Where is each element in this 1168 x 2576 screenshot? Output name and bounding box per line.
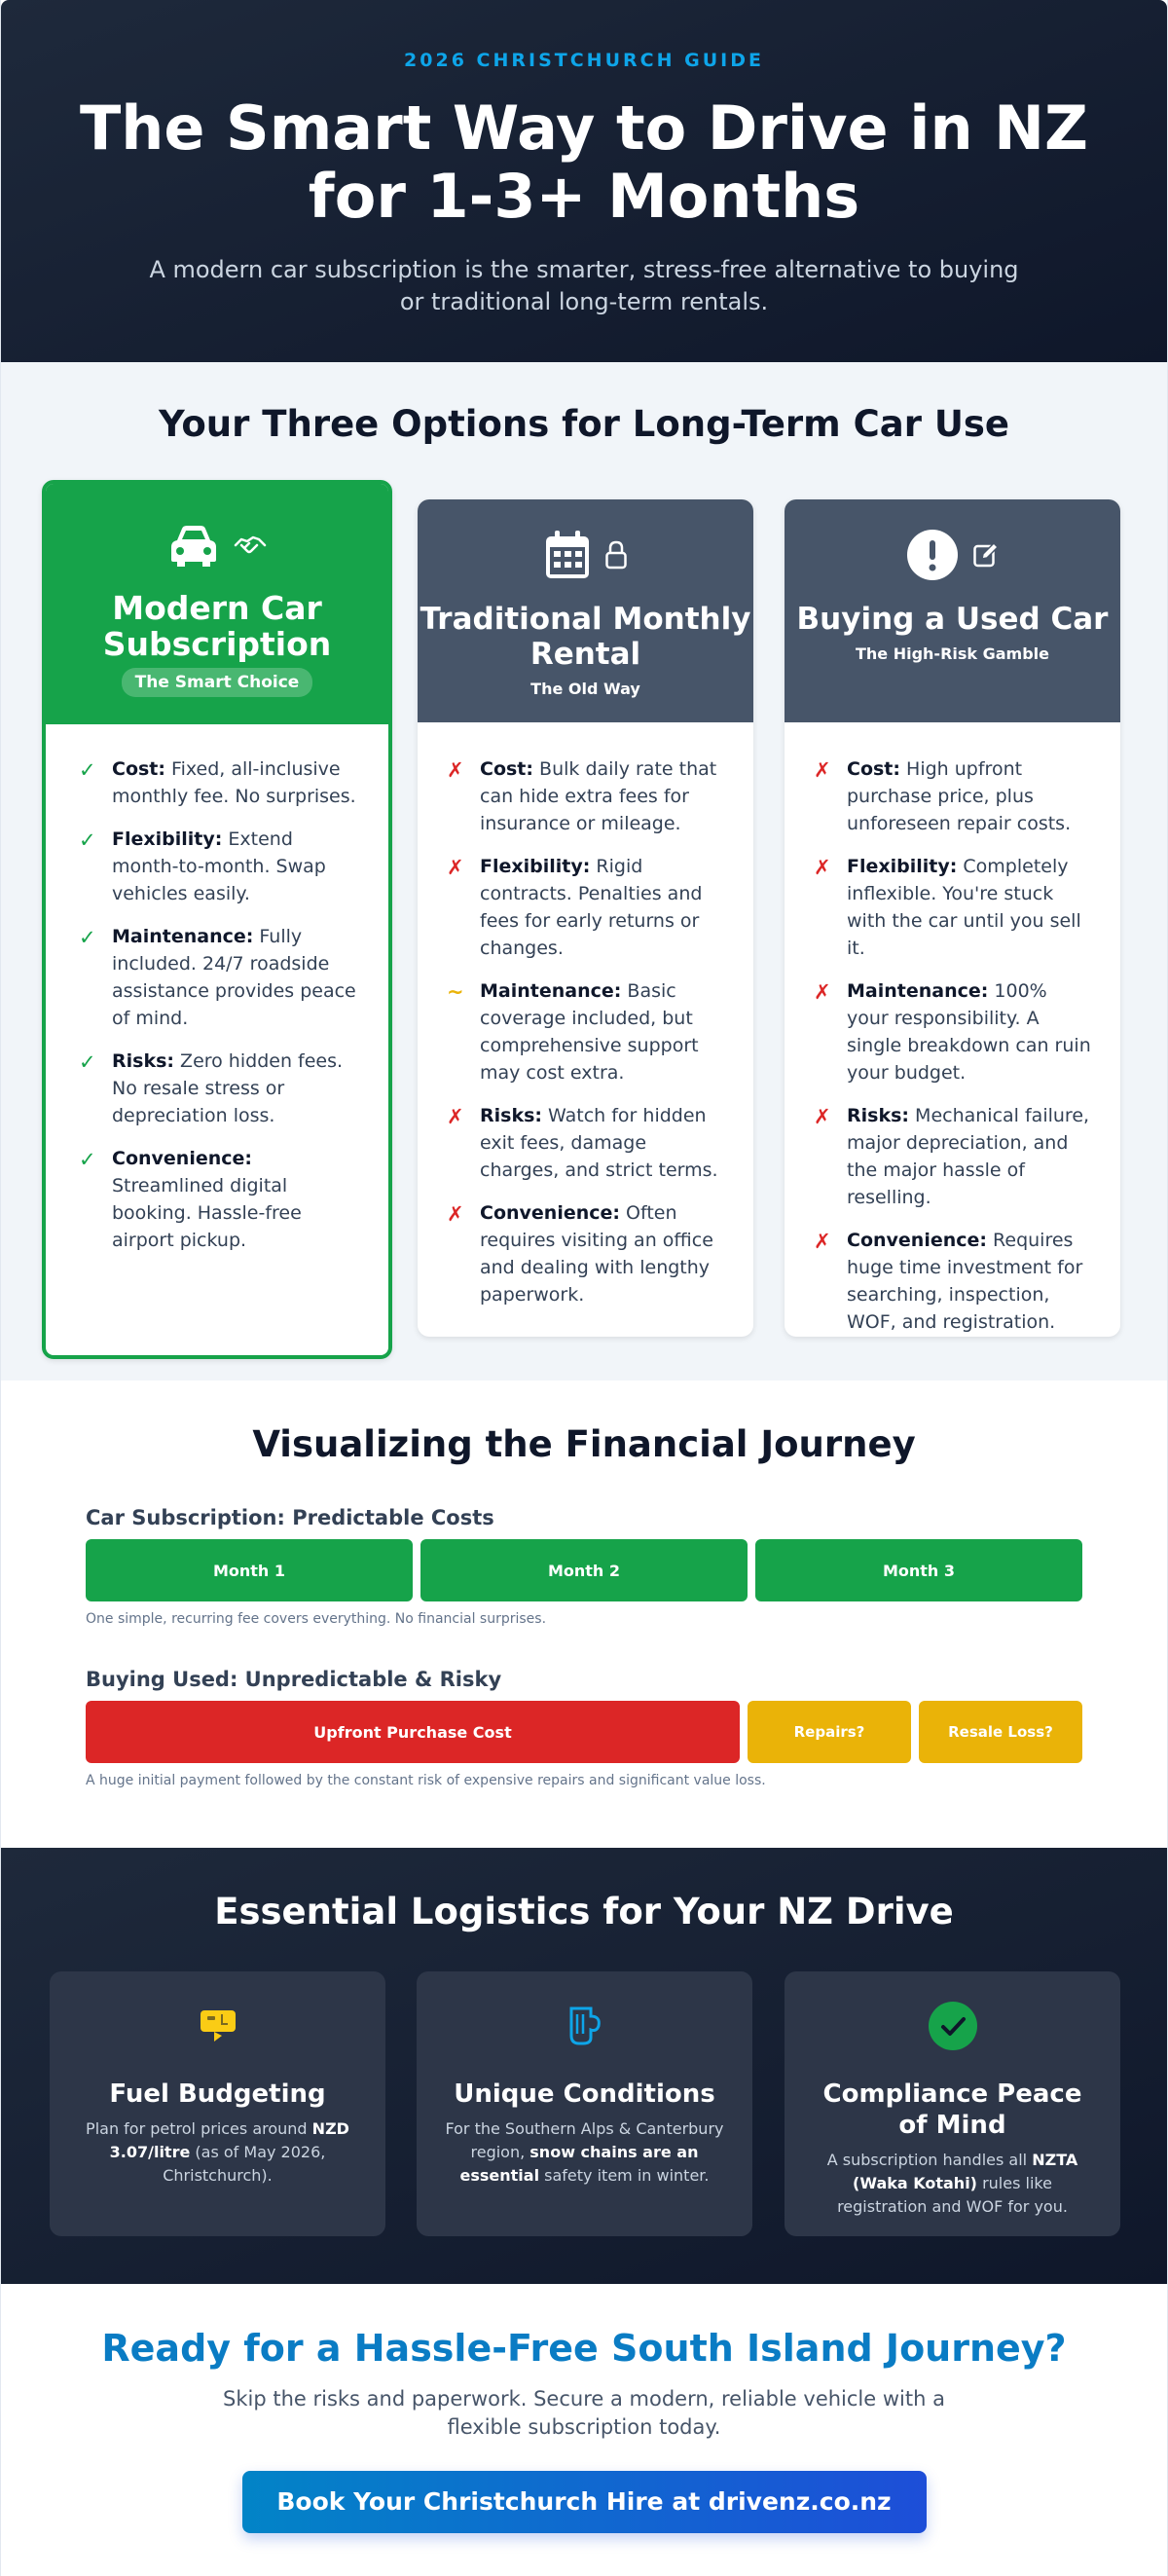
fuel-budgeting-title: Fuel Budgeting	[109, 2079, 326, 2109]
rental-feature-list: ✗Cost: Bulk daily rate that can hide ext…	[418, 722, 753, 1308]
subscription-cost-note: One simple, recurring fee covers everyth…	[86, 1611, 547, 1627]
list-item: ~Maintenance: Basic coverage included, b…	[447, 980, 699, 1084]
cross-icon: ✗	[447, 1202, 464, 1226]
list-item: ✗Cost: High upfront purchase price, plus…	[814, 758, 1072, 834]
cross-icon: ✗	[814, 856, 831, 879]
subscription-cost-block: Car Subscription: Predictable Costs Mont…	[86, 1506, 1082, 1627]
check-icon: ✓	[79, 1050, 96, 1074]
cross-icon: ✗	[814, 1230, 831, 1253]
logistics-cards: Fuel Budgeting Plan for petrol prices ar…	[1, 1971, 1167, 2236]
compliance-text: A subscription handles all NZTA (Waka Ko…	[826, 2151, 1078, 2216]
buying-cost-note: A huge initial payment followed by the c…	[86, 1773, 766, 1788]
buying-cost-block: Buying Used: Unpredictable & Risky Upfro…	[86, 1668, 1082, 1788]
subscription-card-title: Modern Car Subscription	[102, 589, 332, 663]
buying-card-tagline: The High-Risk Gamble	[855, 644, 1049, 663]
lock-icon	[604, 540, 628, 573]
rental-card-header: Traditional Monthly Rental The Old Way	[418, 499, 753, 722]
buying-cost-bar: Upfront Purchase Cost Repairs? Resale Lo…	[86, 1701, 1082, 1763]
month-3-segment: Month 3	[755, 1539, 1082, 1601]
financial-journey-section: Visualizing the Financial Journey Car Su…	[1, 1380, 1167, 1848]
hero-eyebrow: 2026 CHRISTCHURCH GUIDE	[404, 50, 764, 71]
cross-icon: ✗	[447, 856, 464, 879]
cross-icon: ✗	[447, 1105, 464, 1128]
edit-icon	[972, 541, 1000, 572]
rental-card: Traditional Monthly Rental The Old Way ✗…	[418, 499, 753, 1337]
cross-icon: ✗	[814, 1105, 831, 1128]
cross-icon: ✗	[447, 758, 464, 782]
buying-cost-label: Buying Used: Unpredictable & Risky	[86, 1668, 502, 1691]
list-item: ✓Maintenance: Fully included. 24/7 roads…	[79, 926, 356, 1029]
cross-icon: ✗	[814, 980, 831, 1004]
snow-chains-icon	[566, 2005, 604, 2051]
list-item: ✗Maintenance: 100% your responsibility. …	[814, 980, 1091, 1084]
car-icon	[167, 523, 220, 573]
check-icon: ✓	[79, 758, 96, 782]
rental-card-tagline: The Old Way	[530, 680, 640, 698]
list-item: ✗Convenience: Requires huge time investm…	[814, 1230, 1083, 1333]
list-item: ✗Cost: Bulk daily rate that can hide ext…	[447, 758, 717, 834]
cross-icon: ✗	[814, 758, 831, 782]
check-icon: ✓	[79, 1148, 96, 1171]
finance-title: Visualizing the Financial Journey	[252, 1423, 916, 1465]
list-item: ✗Flexibility: Completely inflexible. You…	[814, 856, 1081, 959]
cta-section: Ready for a Hassle-Free South Island Jou…	[1, 2284, 1167, 2576]
resale-loss-segment: Resale Loss?	[919, 1701, 1082, 1763]
fuel-budgeting-card: Fuel Budgeting Plan for petrol prices ar…	[50, 1971, 385, 2236]
buying-feature-list: ✗Cost: High upfront purchase price, plus…	[785, 722, 1120, 1336]
hero-section: 2026 CHRISTCHURCH GUIDE The Smart Way to…	[1, 0, 1167, 362]
list-item: ✓Risks: Zero hidden fees. No resale stre…	[79, 1050, 344, 1126]
hero-subtitle: A modern car subscription is the smarter…	[149, 256, 1019, 315]
subscription-feature-list: ✓Cost: Fixed, all-inclusive monthly fee.…	[46, 724, 388, 1254]
smart-choice-badge: The Smart Choice	[121, 668, 313, 697]
list-item: ✓Cost: Fixed, all-inclusive monthly fee.…	[79, 758, 356, 807]
exclamation-icon	[906, 529, 959, 585]
tilde-icon: ~	[447, 980, 464, 1004]
buying-card-title: Buying a Used Car	[796, 602, 1109, 637]
unique-conditions-title: Unique Conditions	[454, 2079, 715, 2109]
compliance-card: Compliance Peace of Mind A subscription …	[785, 1971, 1120, 2236]
unique-conditions-card: Unique Conditions For the Southern Alps …	[417, 1971, 752, 2236]
check-circle-icon	[928, 2001, 978, 2055]
list-item: ✓Flexibility: Extend month-to-month. Swa…	[79, 828, 326, 904]
hero-title: The Smart Way to Drive in NZ for 1-3+ Mo…	[79, 92, 1089, 232]
buying-card-header: Buying a Used Car The High-Risk Gamble	[785, 499, 1120, 722]
compliance-title: Compliance Peace of Mind	[822, 2079, 1082, 2140]
subscription-cost-bar: Month 1 Month 2 Month 3	[86, 1539, 1082, 1601]
subscription-card: Modern Car Subscription The Smart Choice…	[42, 480, 392, 1359]
calendar-icon	[544, 530, 591, 584]
fuel-budgeting-text: Plan for petrol prices around NZD 3.07/l…	[86, 2119, 349, 2185]
list-item: ✗Risks: Mechanical failure, major deprec…	[814, 1105, 1090, 1208]
check-icon: ✓	[79, 926, 96, 949]
subscription-card-header: Modern Car Subscription The Smart Choice	[46, 484, 388, 724]
list-item: ✗Flexibility: Rigid contracts. Penalties…	[447, 856, 703, 959]
cta-text: Skip the risks and paperwork. Secure a m…	[223, 2387, 945, 2439]
book-hire-button[interactable]: Book Your Christchurch Hire at drivenz.c…	[241, 2471, 927, 2533]
options-cards: Modern Car Subscription The Smart Choice…	[1, 480, 1167, 1359]
options-section: Your Three Options for Long-Term Car Use…	[1, 362, 1167, 1380]
buying-card: Buying a Used Car The High-Risk Gamble ✗…	[785, 499, 1120, 1337]
subscription-cost-label: Car Subscription: Predictable Costs	[86, 1506, 494, 1529]
upfront-cost-segment: Upfront Purchase Cost	[86, 1701, 740, 1763]
options-title: Your Three Options for Long-Term Car Use	[158, 403, 1010, 445]
list-item: ✓Convenience: Streamlined digital bookin…	[79, 1148, 302, 1251]
logistics-title: Essential Logistics for Your NZ Drive	[214, 1891, 954, 1932]
check-icon: ✓	[79, 828, 96, 852]
list-item: ✗Convenience: Often requires visiting an…	[447, 1202, 713, 1306]
unique-conditions-text: For the Southern Alps & Canterbury regio…	[445, 2119, 724, 2185]
month-2-segment: Month 2	[420, 1539, 748, 1601]
cta-title: Ready for a Hassle-Free South Island Jou…	[101, 2327, 1067, 2370]
handshake-icon	[234, 534, 267, 563]
rental-card-title: Traditional Monthly Rental	[420, 602, 751, 672]
list-item: ✗Risks: Watch for hidden exit fees, dama…	[447, 1105, 718, 1181]
fuel-pump-icon	[199, 2006, 237, 2049]
logistics-section: Essential Logistics for Your NZ Drive Fu…	[1, 1848, 1167, 2284]
repairs-segment: Repairs?	[748, 1701, 911, 1763]
month-1-segment: Month 1	[86, 1539, 413, 1601]
